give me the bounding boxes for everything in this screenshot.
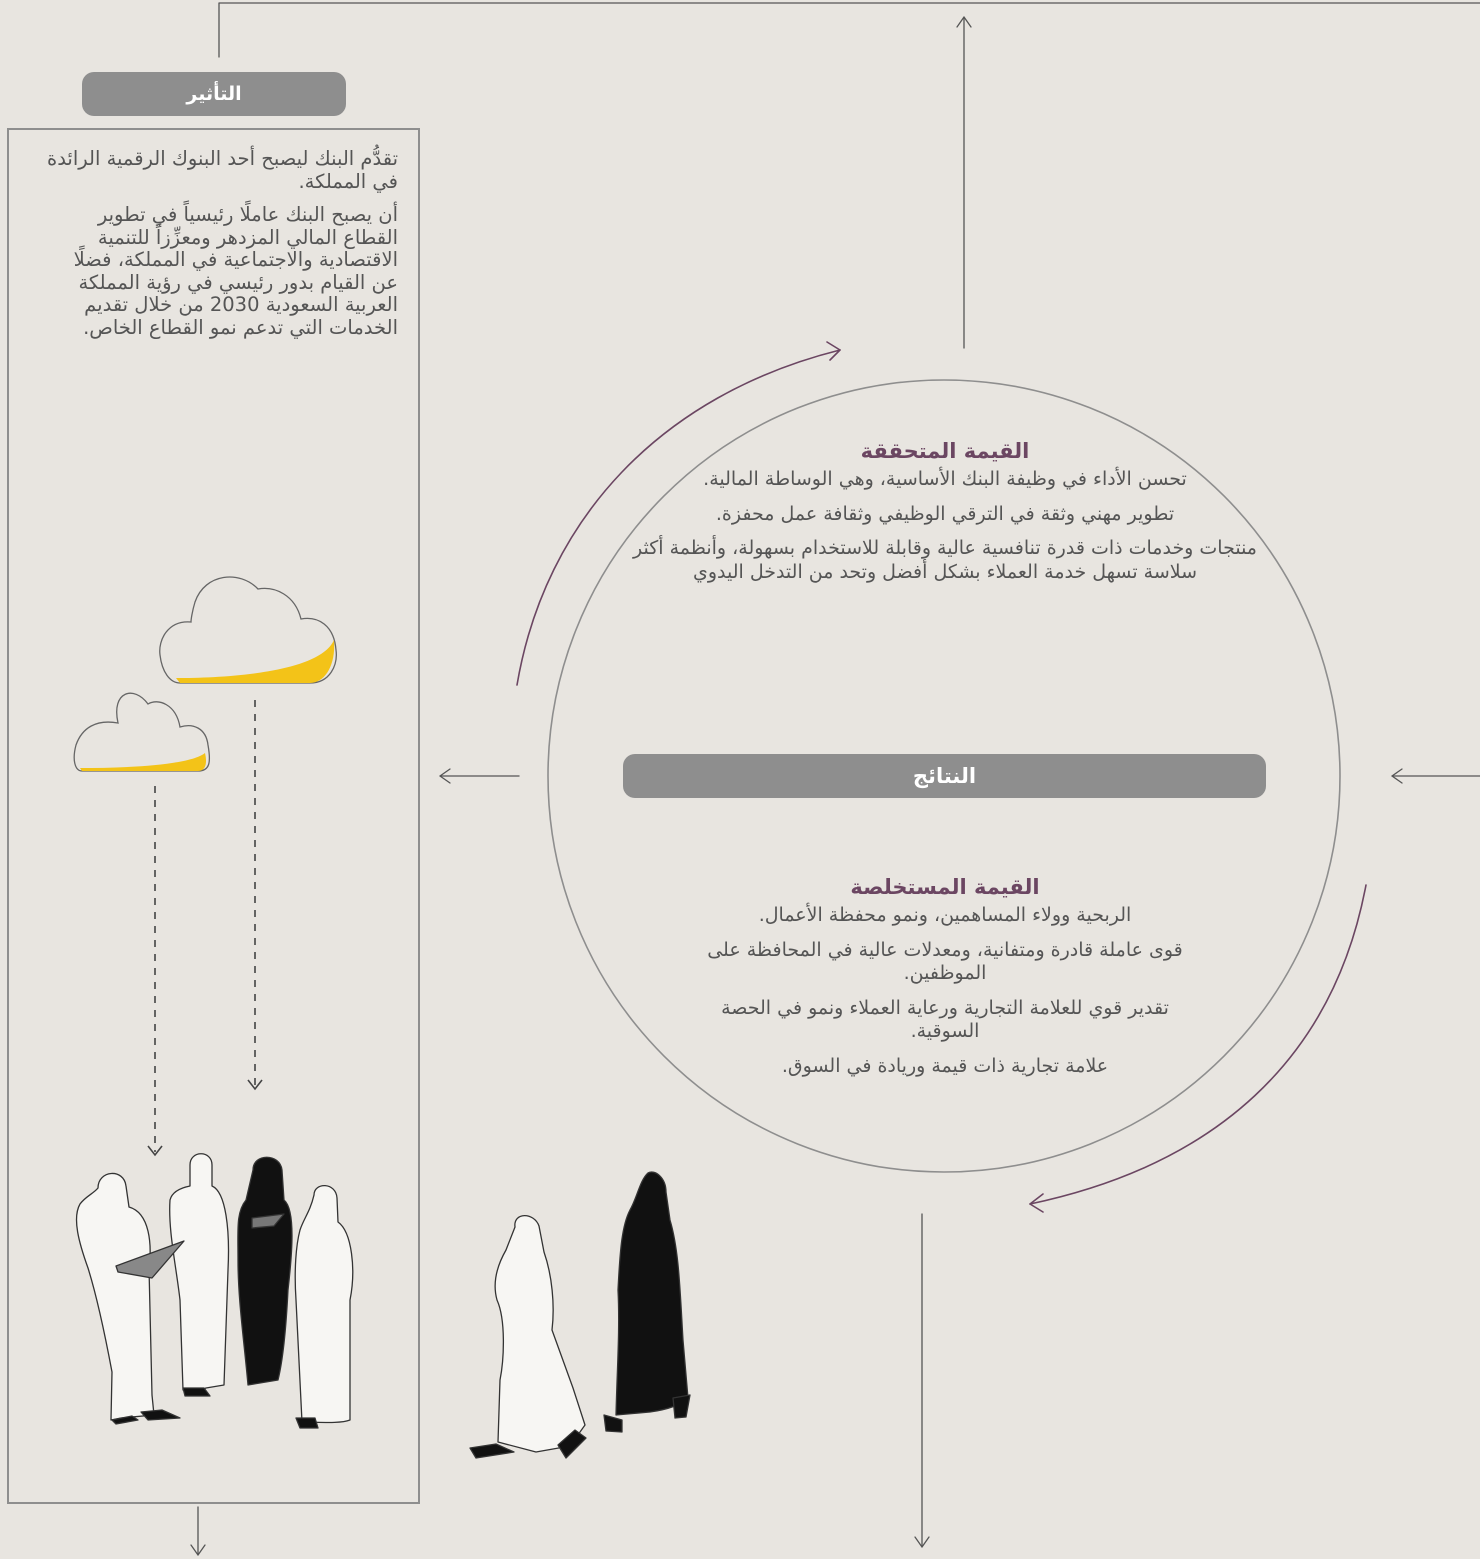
outcomes-circle: [547, 379, 1341, 1173]
realized-value-item: منتجات وخدمات ذات قدرة تنافسية عالية وقا…: [633, 537, 1257, 583]
realized-value-item: تحسن الأداء في وظيفة البنك الأساسية، وهي…: [703, 468, 1187, 490]
dashed-drop-head: [147, 1145, 163, 1157]
impact-paragraph: أن يصبح البنك عاملًا رئيسياً في تطوير ال…: [73, 203, 398, 339]
left-arrow-head: [439, 768, 451, 784]
impact-text: تقدُّم البنك ليصبح أحد البنوك الرقمية ال…: [42, 147, 398, 350]
bottom-left-arrow-head: [190, 1544, 206, 1556]
cycle-arrow-top-head: [826, 341, 841, 361]
people-group-illustration: [75, 1153, 354, 1429]
realized-value-section: القيمة المتحققة تحسن الأداء في وظيفة الب…: [620, 438, 1270, 595]
realized-value-title: القيمة المتحققة: [860, 439, 1030, 463]
cloud-icon: [159, 576, 337, 684]
cloud-icon: [73, 692, 211, 772]
up-arrow-head: [956, 16, 972, 28]
captured-value-title: القيمة المستخلصة: [850, 875, 1040, 899]
cycle-arrow-bottom: [1029, 884, 1367, 1205]
down-arrow-head: [914, 1536, 930, 1548]
cycle-arrow-bottom-head: [1029, 1193, 1044, 1213]
captured-value-item: قوى عاملة قادرة ومتفانية، ومعدلات عالية …: [707, 938, 1183, 985]
dashed-drop-head: [247, 1079, 263, 1091]
cycle-arrow-top: [516, 349, 841, 686]
impact-paragraph: تقدُّم البنك ليصبح أحد البنوك الرقمية ال…: [46, 147, 398, 193]
captured-value-item: علامة تجارية ذات قيمة وريادة في السوق.: [781, 1054, 1109, 1077]
right-edge-arrow-head: [1391, 768, 1403, 784]
realized-value-item: تطوير مهني وثقة في الترقي الوظيفي وثقافة…: [715, 502, 1175, 525]
impact-panel: [7, 128, 420, 1504]
walking-couple-illustration: [469, 1171, 691, 1459]
captured-value-item: تقدير قوي للعلامة التجارية ورعاية العملا…: [721, 996, 1169, 1043]
captured-value-section: القيمة المستخلصة الربحية وولاء المساهمين…: [690, 874, 1200, 1089]
impact-pill: التأثير: [82, 72, 346, 116]
outcomes-pill: النتائج: [623, 754, 1266, 798]
captured-value-item: الربحية وولاء المساهمين، ونمو محفظة الأع…: [758, 904, 1132, 926]
top-connector-line: [218, 2, 1480, 58]
